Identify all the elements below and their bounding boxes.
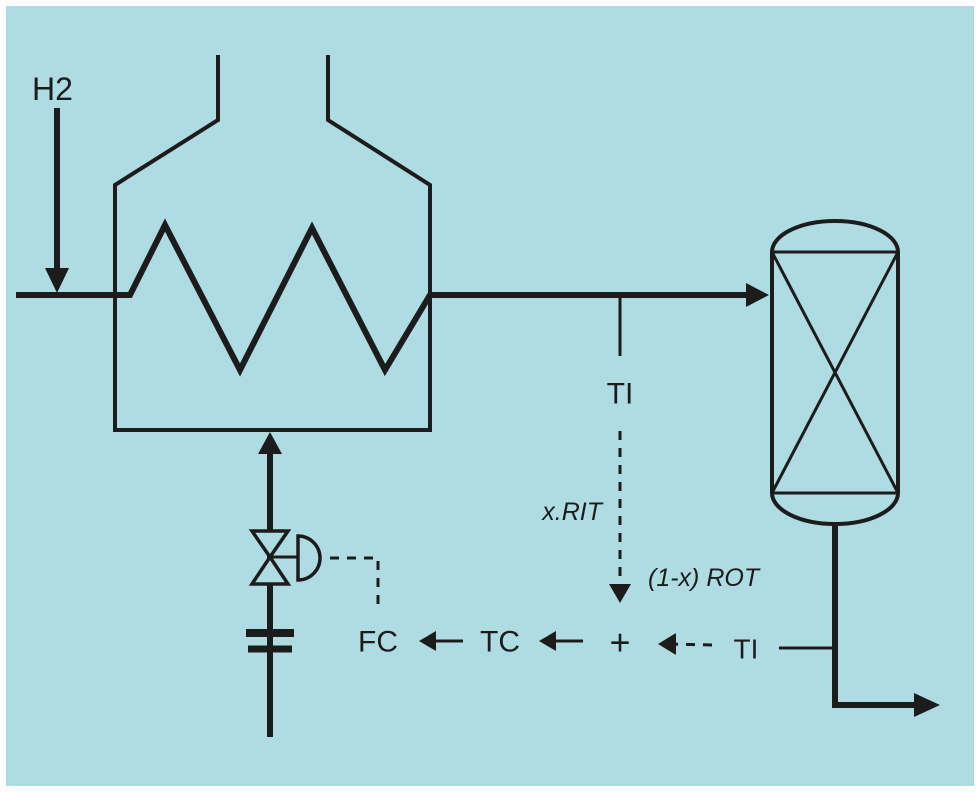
- ti-bottom-label: TI: [734, 634, 759, 665]
- signal-left-arrowhead-3-icon: [419, 631, 436, 651]
- control-valve: [248, 529, 322, 586]
- ti-top-instrument: TI: [583, 295, 657, 430]
- ti-bottom-circle: [713, 615, 779, 681]
- valve-actuator-dome: [296, 534, 322, 582]
- line-break-symbol: [246, 629, 294, 653]
- rot-label: (1-x) ROT: [648, 564, 761, 592]
- reactor-column: [770, 219, 900, 526]
- signal-down-arrowhead-icon: [609, 584, 631, 603]
- valve-top-triangle: [248, 529, 292, 561]
- tc-circle: [463, 604, 537, 678]
- ti-top-label: TI: [607, 378, 634, 411]
- h2-label: H2: [32, 71, 73, 107]
- h2-arrowhead-icon: [45, 268, 69, 293]
- ti-top-circle: [583, 356, 657, 430]
- fuel-arrowhead-icon: [258, 432, 282, 454]
- sum-junction-label: +: [609, 622, 630, 663]
- ti-bottom-instrument: TI: [713, 615, 835, 681]
- valve-bottom-triangle: [248, 553, 292, 586]
- outlet-arrowhead-icon: [914, 693, 940, 717]
- column-outlet-line: [832, 524, 918, 708]
- fc-circle: [341, 604, 415, 678]
- signal-left-arrowhead-1-icon: [658, 633, 676, 655]
- h2-feed: H2: [32, 71, 73, 293]
- heating-coil-process-line: [16, 218, 748, 377]
- column-top-dome: [770, 219, 900, 253]
- signal-left-arrowhead-2-icon: [539, 631, 556, 651]
- sum-junction-circle: [583, 604, 657, 678]
- furnace-outline: [113, 55, 432, 432]
- packing-cross-line-2: [770, 251, 900, 494]
- fc-label: FC: [358, 626, 398, 659]
- tc-label: TC: [480, 626, 520, 659]
- process-arrowhead-icon: [746, 283, 769, 307]
- x-rit-label: x.RIT: [541, 498, 603, 526]
